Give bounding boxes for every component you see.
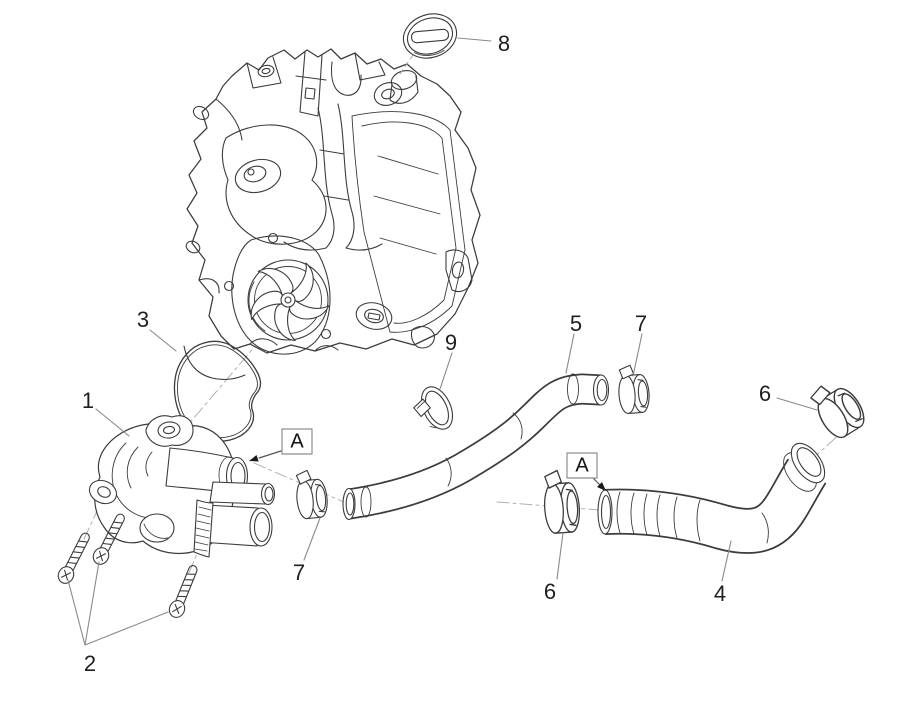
hose-clamp-6-upper	[805, 373, 871, 443]
hose-clamp-6-lower	[541, 468, 582, 535]
part-callouts: 1 2 3 4 5 6 6 7 7 8 9	[82, 31, 771, 676]
ref-marker-a-2-label: A	[575, 455, 589, 477]
callout-1: 1	[82, 388, 94, 413]
callout-7-top: 7	[635, 311, 647, 336]
callout-2: 2	[84, 651, 96, 676]
callout-8: 8	[498, 31, 510, 56]
callout-7-bottom: 7	[293, 560, 305, 585]
screw-1	[54, 529, 95, 587]
callout-6-bottom: 6	[544, 579, 556, 604]
callout-3: 3	[137, 307, 149, 332]
lower-coolant-hose	[597, 442, 827, 554]
retaining-clip	[413, 386, 454, 430]
water-pump-cover	[88, 415, 276, 558]
hose-clamp-7-left	[293, 468, 330, 521]
ref-marker-a-2: A	[566, 452, 606, 491]
pump-cover-gasket	[173, 340, 262, 442]
water-pump-impeller	[245, 262, 332, 346]
callout-6-top: 6	[759, 381, 771, 406]
ref-marker-a-1: A	[249, 428, 313, 462]
callout-9: 9	[445, 330, 457, 355]
callout-4: 4	[714, 581, 726, 606]
callout-5: 5	[570, 311, 582, 336]
coolant-filler-cap	[399, 13, 458, 75]
hose5-left-opening	[342, 487, 356, 521]
pump-mount-ear-left	[88, 479, 118, 505]
callout-leader-lines	[67, 37, 818, 646]
engine-crankcase	[183, 48, 481, 380]
pump-mount-ear-top	[145, 415, 194, 447]
hose4-right-opening	[790, 442, 826, 484]
pump-outlet-pipe-middle	[209, 481, 267, 505]
screw-3	[166, 562, 202, 621]
ref-marker-a-1-label: A	[290, 431, 304, 453]
cap-axis-dashed-line	[399, 54, 414, 75]
upper-coolant-hose	[342, 373, 610, 521]
